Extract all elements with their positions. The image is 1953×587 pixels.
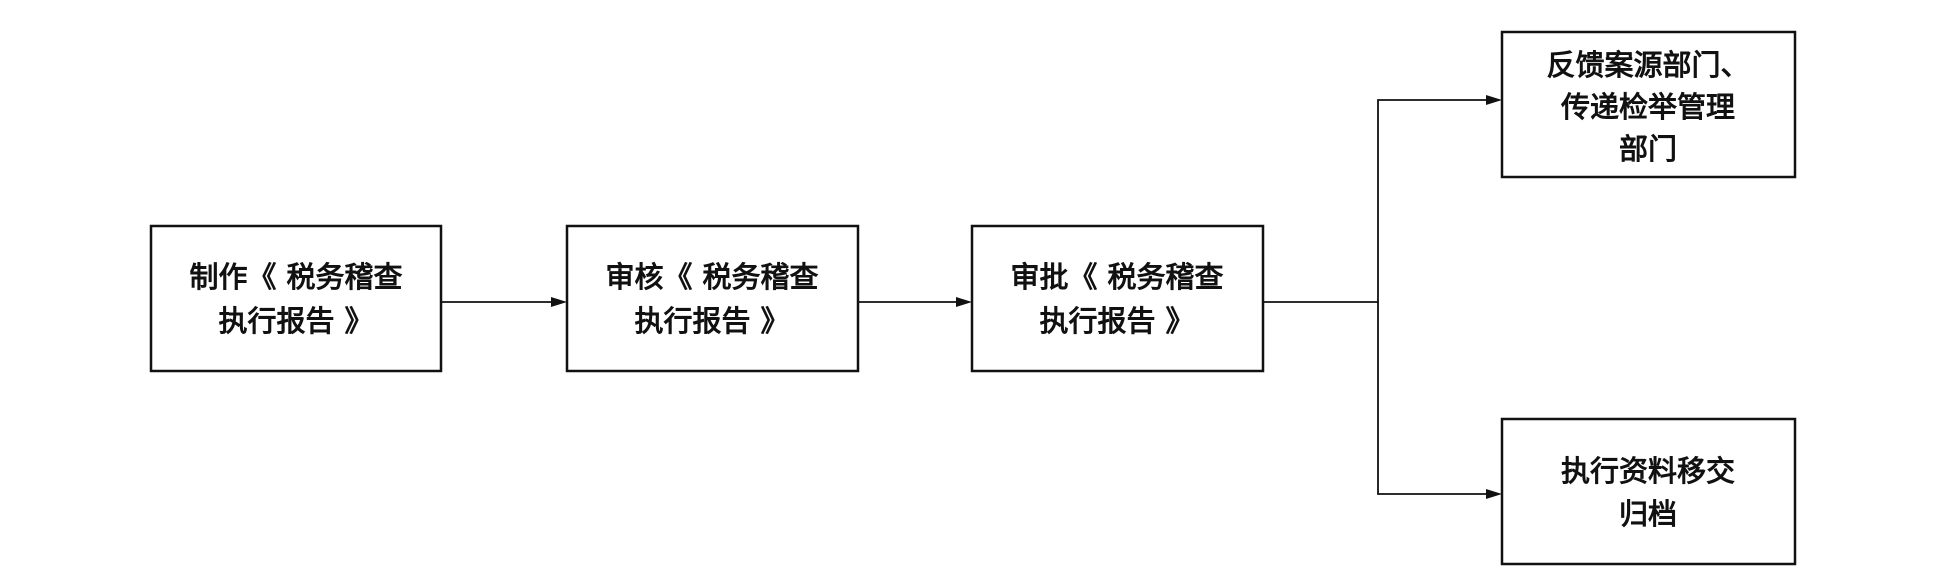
node-archive: 执行资料移交 归档 <box>1500 417 1797 566</box>
node-approve-report-line-1: 审批《 税务稽查 <box>1010 260 1223 294</box>
node-feedback: 反馈案源部门、 传递检举管理 部门 <box>1500 30 1797 179</box>
node-feedback-line-2: 传递检举管理 <box>1560 90 1735 124</box>
node-feedback-line-1: 反馈案源部门、 <box>1546 48 1749 82</box>
edge-branch-to-archive <box>1377 302 1490 495</box>
node-make-report: 制作《 税务稽查 执行报告 》 <box>149 224 443 373</box>
node-review-report-line-1: 审核《 税务稽查 <box>605 260 818 294</box>
node-review-report: 审核《 税务稽查 执行报告 》 <box>565 224 860 373</box>
arrowhead-feedback <box>1486 95 1502 105</box>
arrowhead-approve <box>956 297 972 307</box>
node-archive-line-1: 执行资料移交 <box>1561 454 1735 488</box>
edge-approve-to-branch <box>1263 99 1490 303</box>
node-approve-report-line-2: 执行报告 》 <box>1039 304 1194 338</box>
arrowhead-review <box>551 297 567 307</box>
node-approve-report: 审批《 税务稽查 执行报告 》 <box>970 224 1265 373</box>
edges <box>441 95 1502 499</box>
node-feedback-line-3: 部门 <box>1619 132 1677 166</box>
arrowhead-archive <box>1486 489 1502 499</box>
node-archive-line-2: 归档 <box>1619 497 1677 531</box>
node-review-report-line-2: 执行报告 》 <box>634 304 789 338</box>
node-make-report-line-2: 执行报告 》 <box>218 304 373 338</box>
node-make-report-line-1: 制作《 税务稽查 <box>189 260 402 294</box>
